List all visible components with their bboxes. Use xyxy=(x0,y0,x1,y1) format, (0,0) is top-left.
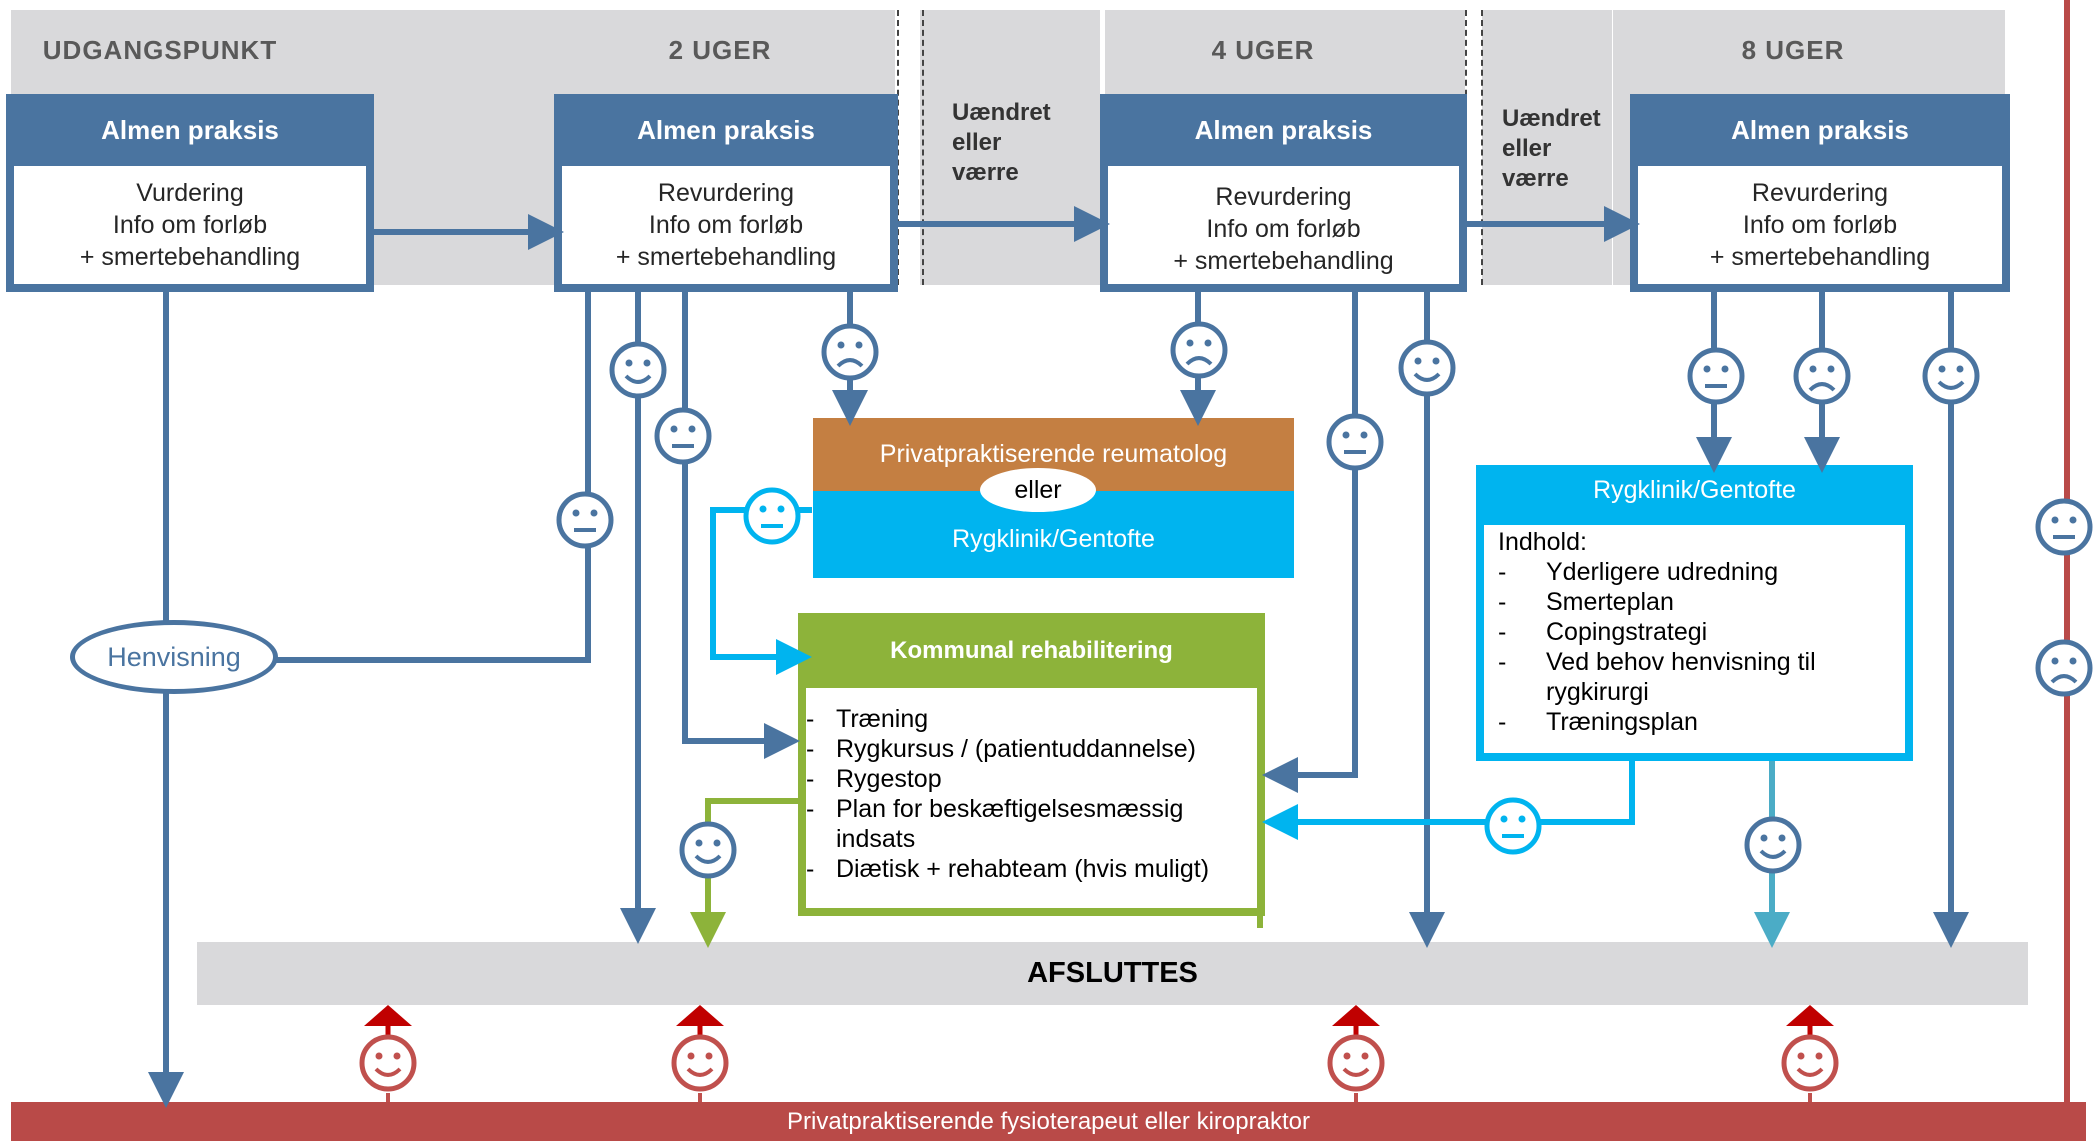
gp-card-line: + smertebehandling xyxy=(1709,243,1931,271)
gp-card-title: Almen praksis xyxy=(1194,114,1373,145)
gp-card-body: Vurdering Info om forløb + smertebehandl… xyxy=(14,166,366,284)
gp-card-line: Info om forløb xyxy=(1742,211,1898,239)
municipal-rehab-list: -Træning -Rygkursus / (patientuddannelse… xyxy=(806,704,1251,884)
phase-label-4-weeks: 4 UGER xyxy=(1211,35,1315,65)
two-week-paths xyxy=(620,292,868,944)
physio-return-markers xyxy=(362,1005,1836,1102)
list-item: -Ved behov henvisning til xyxy=(1498,648,1816,676)
phase-label-8-weeks: 8 UGER xyxy=(1741,35,1845,65)
gp-card-line: + smertebehandling xyxy=(615,243,837,271)
gp-card-line: + smertebehandling xyxy=(79,243,301,271)
unchanged-or-worse-a: Uændret eller værre xyxy=(952,98,1051,188)
phase-band-gap-a xyxy=(920,10,1100,285)
gp-card-line: Info om forløb xyxy=(112,211,268,239)
unchanged-line: Uændret xyxy=(1502,105,1601,132)
or-bubble: eller xyxy=(980,468,1096,512)
gp-card-8-weeks: Almen praksis Revurdering Info om forløb… xyxy=(1630,94,2010,292)
neutral-face-icon xyxy=(2038,501,2090,553)
gp-card-4-weeks: Almen praksis Revurdering Info om forløb… xyxy=(1100,94,1467,292)
sad-face-icon xyxy=(2038,642,2090,694)
gp-card-line: Info om forløb xyxy=(648,211,804,239)
gp-card-line: + smertebehandling xyxy=(1173,247,1394,275)
list-item: -Rygestop xyxy=(806,765,942,793)
list-item: -Rygkursus / (patientuddannelse) xyxy=(806,735,1196,763)
happy-face-icon xyxy=(682,824,734,876)
unchanged-line: Uændret xyxy=(952,99,1051,126)
gp-card-body: Revurdering Info om forløb + smertebehan… xyxy=(1108,166,1459,284)
list-item: -Diætisk + rehabteam (hvis muligt) xyxy=(806,855,1210,883)
end-bar: AFSLUTTES xyxy=(197,942,2028,1005)
gp-card-title: Almen praksis xyxy=(1731,114,1909,145)
unchanged-or-worse-b: Uændret eller værre xyxy=(1502,104,1601,194)
unchanged-line: værre xyxy=(1502,165,1569,192)
divider-dashed xyxy=(897,10,899,285)
list-item: -Træning xyxy=(806,705,929,733)
phase-label-start: UDGANGSPUNKT xyxy=(42,35,278,65)
gp-card-body: Revurdering Info om forløb + smertebehan… xyxy=(1638,166,2002,284)
list-item: -Yderligere udredning xyxy=(1498,558,1779,586)
physio-bar: Privatpraktiserende fysioterapeut eller … xyxy=(11,1102,2086,1141)
sad-face-icon xyxy=(824,326,876,378)
happy-face-icon xyxy=(1747,819,1799,871)
rheumatologist-box: Privatpraktiserende reumatolog Rygklinik… xyxy=(813,418,1294,578)
gp-card-title: Almen praksis xyxy=(101,114,279,145)
neutral-face-icon xyxy=(559,494,611,546)
list-item: -Copingstrategi xyxy=(1498,618,1708,646)
happy-face-icon xyxy=(612,344,664,396)
rygklinik-title: Rygklinik/Gentofte xyxy=(1593,475,1796,504)
phase-label-2-weeks: 2 UGER xyxy=(668,35,772,65)
rygklinik-box: Rygklinik/Gentofte Indhold: -Yderligere … xyxy=(1476,465,1913,761)
unchanged-line: eller xyxy=(1502,135,1552,162)
list-item: -Træningsplan xyxy=(1498,708,1698,736)
list-item: -Smerteplan xyxy=(1498,588,1674,616)
start-paths xyxy=(148,292,591,1108)
neutral-face-icon xyxy=(746,490,798,542)
list-item: -Plan for beskæftigelsesmæssig xyxy=(806,795,1184,823)
neutral-face-icon xyxy=(1487,800,1539,852)
gp-card-line: Vurdering xyxy=(136,179,244,207)
happy-face-icon xyxy=(1401,342,1453,394)
rehab-exit-path xyxy=(690,798,804,948)
municipal-rehab-body: -Træning -Rygkursus / (patientuddannelse… xyxy=(806,688,1257,908)
sad-face-icon xyxy=(1796,350,1848,402)
happy-face-icon xyxy=(1784,1037,1836,1089)
four-week-paths xyxy=(1180,292,1445,948)
neutral-face-icon xyxy=(657,410,709,462)
divider-dashed xyxy=(922,10,924,285)
happy-face-icon xyxy=(362,1037,414,1089)
neutral-face-icon xyxy=(1690,350,1742,402)
gp-card-line: Revurdering xyxy=(1215,183,1352,211)
sad-face-icon xyxy=(1173,324,1225,376)
card-arrows xyxy=(374,206,1640,250)
rygklinik-list: Indhold: -Yderligere udredning -Smertepl… xyxy=(1498,527,1898,737)
happy-face-icon xyxy=(1925,350,1977,402)
phase-band-gap-b xyxy=(1482,10,1612,285)
gp-card-line: Revurdering xyxy=(1751,179,1889,207)
light-blue-paths xyxy=(710,507,1635,840)
list-item: rygkirurgi xyxy=(1546,678,1649,706)
unchanged-line: værre xyxy=(952,159,1019,186)
rheumatologist-label: Privatpraktiserende reumatolog xyxy=(813,418,1294,491)
referral-node: Henvisning xyxy=(70,620,278,694)
municipal-rehab-box: Kommunal rehabilitering -Træning -Rygkur… xyxy=(798,613,1265,916)
divider-dashed xyxy=(1481,10,1483,285)
gp-card-line: Revurdering xyxy=(657,179,795,207)
unchanged-line: eller xyxy=(952,129,1002,156)
list-item: indsats xyxy=(836,825,916,853)
neutral-face-icon xyxy=(1329,416,1381,468)
list-intro: Indhold: xyxy=(1498,528,1587,556)
gp-card-body: Revurdering Info om forløb + smertebehan… xyxy=(562,166,890,284)
rygklinik-body: Indhold: -Yderligere udredning -Smertepl… xyxy=(1484,525,1905,753)
gp-card-title: Almen praksis xyxy=(637,114,815,145)
happy-face-icon xyxy=(1330,1037,1382,1089)
municipal-rehab-title: Kommunal rehabilitering xyxy=(890,636,1173,664)
happy-face-icon xyxy=(674,1037,726,1089)
gp-card-2-weeks: Almen praksis Revurdering Info om forløb… xyxy=(554,94,898,292)
gp-card-line: Info om forløb xyxy=(1206,215,1361,243)
gp-card-start: Almen praksis Vurdering Info om forløb +… xyxy=(6,94,374,292)
